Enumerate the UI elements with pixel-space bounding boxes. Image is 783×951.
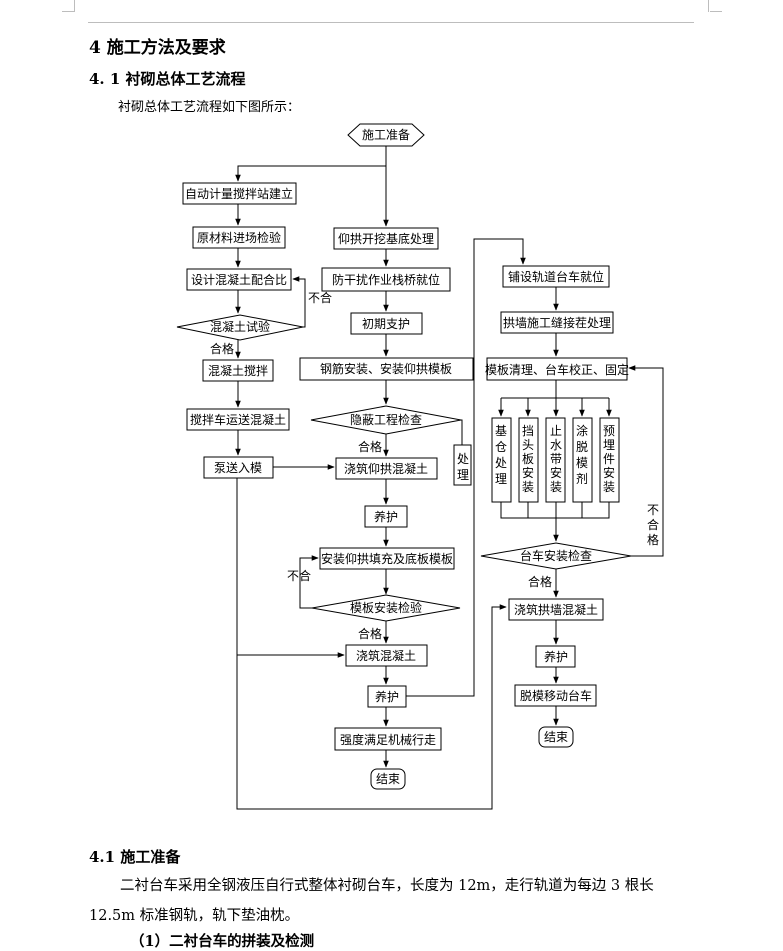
flow-vertical-label: 预埋件安装 (603, 424, 615, 494)
flow-node-label: 养护 (374, 509, 398, 524)
flow-label-pass: 合格 (528, 574, 552, 589)
flow-node-handle (453, 444, 472, 486)
flow-node-label: 结束 (544, 730, 568, 744)
flow-node (500, 311, 614, 334)
flow-node-label: 安装仰拱填充及底板模板 (321, 551, 453, 566)
flow-vertical-label: 涂脱模剂 (576, 423, 588, 486)
flow-label-fail: 不合格 (647, 503, 659, 547)
flow-node-label: 泵送入模 (214, 460, 262, 475)
flow-node-label: 钢筋安装、安装仰拱模板 (320, 361, 452, 376)
flow-label-handle: 处理 (457, 452, 469, 482)
flow-end-node (370, 768, 406, 790)
flow-start-label: 施工准备 (362, 128, 410, 142)
crop-mark (74, 0, 75, 12)
flow-label-pass: 合格 (358, 626, 382, 641)
flow-node-label: 脱模移动台车 (520, 688, 592, 703)
flow-node-label: 浇筑拱墙混凝土 (514, 602, 598, 617)
section-heading: 4 施工方法及要求 (89, 38, 226, 58)
flow-node-label: 自动计量搅拌站建立 (185, 186, 293, 201)
flow-decision-label: 隐蔽工程检查 (350, 412, 422, 427)
flow-label-pass: 合格 (210, 341, 234, 356)
flow-end-node (538, 726, 574, 748)
flow-decision (311, 594, 461, 622)
subsection-heading: 4. 1 衬砌总体工艺流程 (89, 70, 246, 88)
flow-node (182, 182, 297, 205)
flow-node (486, 357, 628, 381)
flow-node-label: 拱墙施工缝接茬处理 (503, 315, 611, 330)
body-paragraph: 12.5m 标准钢轨，轨下垫油枕。 (89, 908, 300, 924)
flow-vertical-label: 止水带安装 (550, 424, 562, 494)
flow-node-label: 设计混凝土配合比 (191, 272, 287, 287)
flow-node (192, 226, 286, 249)
flow-node-label: 混凝土搅拌 (208, 363, 268, 378)
flow-decision-label: 模板安装检验 (350, 600, 422, 615)
flow-node-label: 结束 (376, 772, 400, 786)
flow-node (319, 547, 455, 570)
flow-vertical-label: 挡头板安装 (522, 424, 534, 494)
flow-node-label: 模板清理、台车校正、固定 (485, 362, 629, 377)
crop-mark (708, 0, 709, 12)
flow-node-label: 浇筑混凝土 (356, 648, 416, 663)
flow-node-label: 养护 (375, 689, 399, 704)
flow-decision-label: 混凝土试验 (210, 319, 270, 334)
crop-mark (710, 11, 722, 12)
flow-node (186, 268, 292, 291)
flow-node (334, 727, 442, 751)
body-paragraph: 二衬台车采用全钢液压自行式整体衬砌台车，长度为 12m，走行轨道为每边 3 根长 (120, 878, 654, 894)
flow-node-label: 浇筑仰拱混凝土 (344, 461, 428, 476)
flow-node-label: 铺设轨道台车就位 (508, 269, 604, 284)
flow-label-pass: 合格 (358, 439, 382, 454)
flow-node-label: 养护 (544, 649, 568, 664)
section-heading-prep: 4.1 施工准备 (89, 848, 181, 866)
intro-text: 衬砌总体工艺流程如下图所示： (118, 100, 301, 115)
flow-node-label: 仰拱开挖基底处理 (338, 231, 434, 246)
page-header-rule (88, 22, 694, 23)
flow-node-label: 搅拌车运送混凝土 (190, 412, 286, 427)
flow-label-fail: 不合 (308, 290, 332, 305)
flow-node-label: 原材料进场检验 (197, 230, 281, 245)
crop-mark (62, 11, 74, 12)
flow-decision-label: 台车安装检查 (520, 548, 592, 563)
flow-node-label: 防干扰作业栈桥就位 (332, 272, 440, 287)
flow-label-fail: 不合 (287, 568, 311, 583)
flow-node-label: 初期支护 (362, 317, 410, 331)
flow-vertical-label: 基仓处理 (495, 424, 507, 486)
flow-node-label: 强度满足机械行走 (340, 732, 436, 747)
flow-start-node (347, 123, 425, 147)
